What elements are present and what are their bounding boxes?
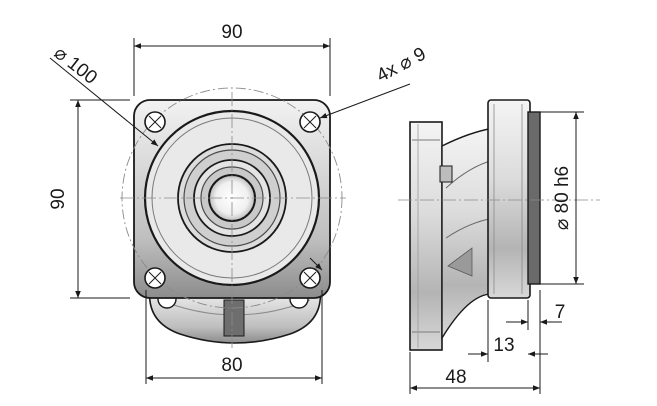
drain-slot	[223, 299, 245, 337]
label-dia-100: ⌀ 100	[50, 42, 101, 88]
side-flange	[409, 121, 443, 351]
leader-dia100	[49, 57, 159, 147]
flange-hole-br	[299, 267, 321, 289]
front-view	[120, 87, 346, 350]
label-holes: 4x ⌀ 9	[373, 44, 429, 87]
label-top-90: 90	[221, 22, 242, 43]
pilot	[527, 111, 541, 285]
tapered-body	[441, 127, 495, 341]
label-pilot-dia: ⌀ 80 h6	[552, 166, 573, 230]
label-left-90: 90	[48, 188, 69, 209]
flange-hole-tl	[144, 111, 166, 133]
side-dimensions	[409, 111, 584, 394]
label-bottom-80: 80	[221, 355, 242, 376]
leader-holes	[319, 83, 411, 119]
flange-hole-tr	[299, 111, 321, 133]
side-view	[398, 99, 600, 351]
grease-nipple	[439, 165, 453, 183]
label-7: 7	[555, 302, 566, 323]
label-48: 48	[445, 367, 466, 388]
front-dimensions	[49, 38, 411, 384]
flange-hole-bl	[144, 267, 166, 289]
label-13: 13	[493, 335, 514, 356]
